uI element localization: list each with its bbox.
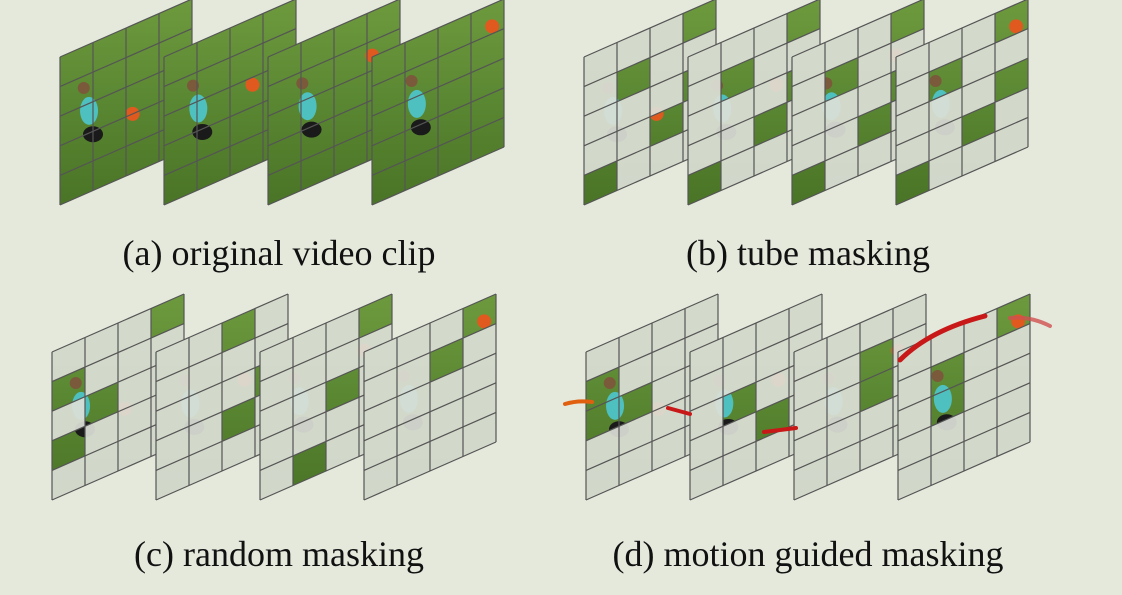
player-shirt [298,92,317,121]
video-frame [791,0,925,206]
grid-line [895,116,1029,176]
grid-line [51,323,185,383]
grid-line [791,0,924,58]
grid-line [371,87,505,147]
grid-line [585,293,719,353]
grid-line [163,0,296,58]
panel-motion-guided-masking [563,293,1052,501]
grid-line [687,28,821,88]
grid-line [689,293,823,353]
caption-tube-masking: (b) tube masking [686,233,930,273]
grid-line [897,323,1031,383]
video-frame [363,293,497,501]
ball [1009,19,1024,34]
grid-line [583,0,716,58]
grid-line [895,87,1029,147]
ball [477,314,492,329]
grid-line [687,0,820,58]
grid-line [897,352,1031,412]
video-frame [895,0,1029,206]
grid-line [583,28,717,88]
player-head [405,75,418,88]
trajectory-start-segment [563,399,594,406]
grid-line [897,441,1031,501]
trajectory-tail [1008,315,1052,328]
panel-tube-masking [583,0,1029,206]
grid-line [897,411,1031,471]
player-shorts [301,121,322,138]
grid-line [363,441,497,501]
player-head [77,82,90,94]
trajectory-segment [666,406,692,416]
grid-line [363,382,497,442]
trajectory-arc [897,313,988,363]
grid-line [897,382,1031,442]
grid-line [371,57,505,117]
player-head [931,370,944,383]
grid-line [371,116,505,176]
grid-line [793,323,927,383]
grid-line [895,146,1029,206]
grid-line [155,293,289,353]
ball [245,77,260,92]
panel-random-masking [51,293,497,501]
caption-original-video-clip: (a) original video clip [122,233,436,273]
grid-line [267,0,400,58]
grid-line [371,146,505,206]
grid-line [363,323,497,383]
grid-line [689,323,823,383]
panel-original-video-clip [59,0,505,206]
player-head [187,79,200,92]
grid-line [51,293,185,353]
caption-random-masking: (c) random masking [134,534,424,574]
player-head [603,377,616,389]
grid-line [371,28,505,88]
grid-line [585,323,719,383]
player-shirt [407,89,426,118]
player-shirt [189,94,208,123]
grid-line [155,323,289,383]
grid-line [267,28,401,88]
player-head [296,77,309,90]
grid-line [363,411,497,471]
grid-line [895,0,1028,58]
grid-line [363,293,497,353]
grid-line [791,28,925,88]
caption-motion-guided-masking: (d) motion guided masking [612,534,1004,574]
trajectory-segment [762,426,798,434]
grid-line [59,28,193,88]
ball [485,19,500,34]
grid-line [895,57,1029,117]
grid-line [793,293,927,353]
grid-line [259,293,393,353]
grid-line [363,352,497,412]
player-shorts [410,119,431,136]
grid-line [259,323,393,383]
player-shirt [933,384,952,413]
player-head [69,377,82,389]
video-frame [163,0,297,206]
grid-line [895,28,1029,88]
grid-line [163,28,297,88]
video-frame [371,0,505,206]
player-head [929,75,942,88]
video-frame [897,293,1031,501]
video-frame [689,293,823,501]
grid-line [371,0,504,58]
grid-line [59,0,192,58]
